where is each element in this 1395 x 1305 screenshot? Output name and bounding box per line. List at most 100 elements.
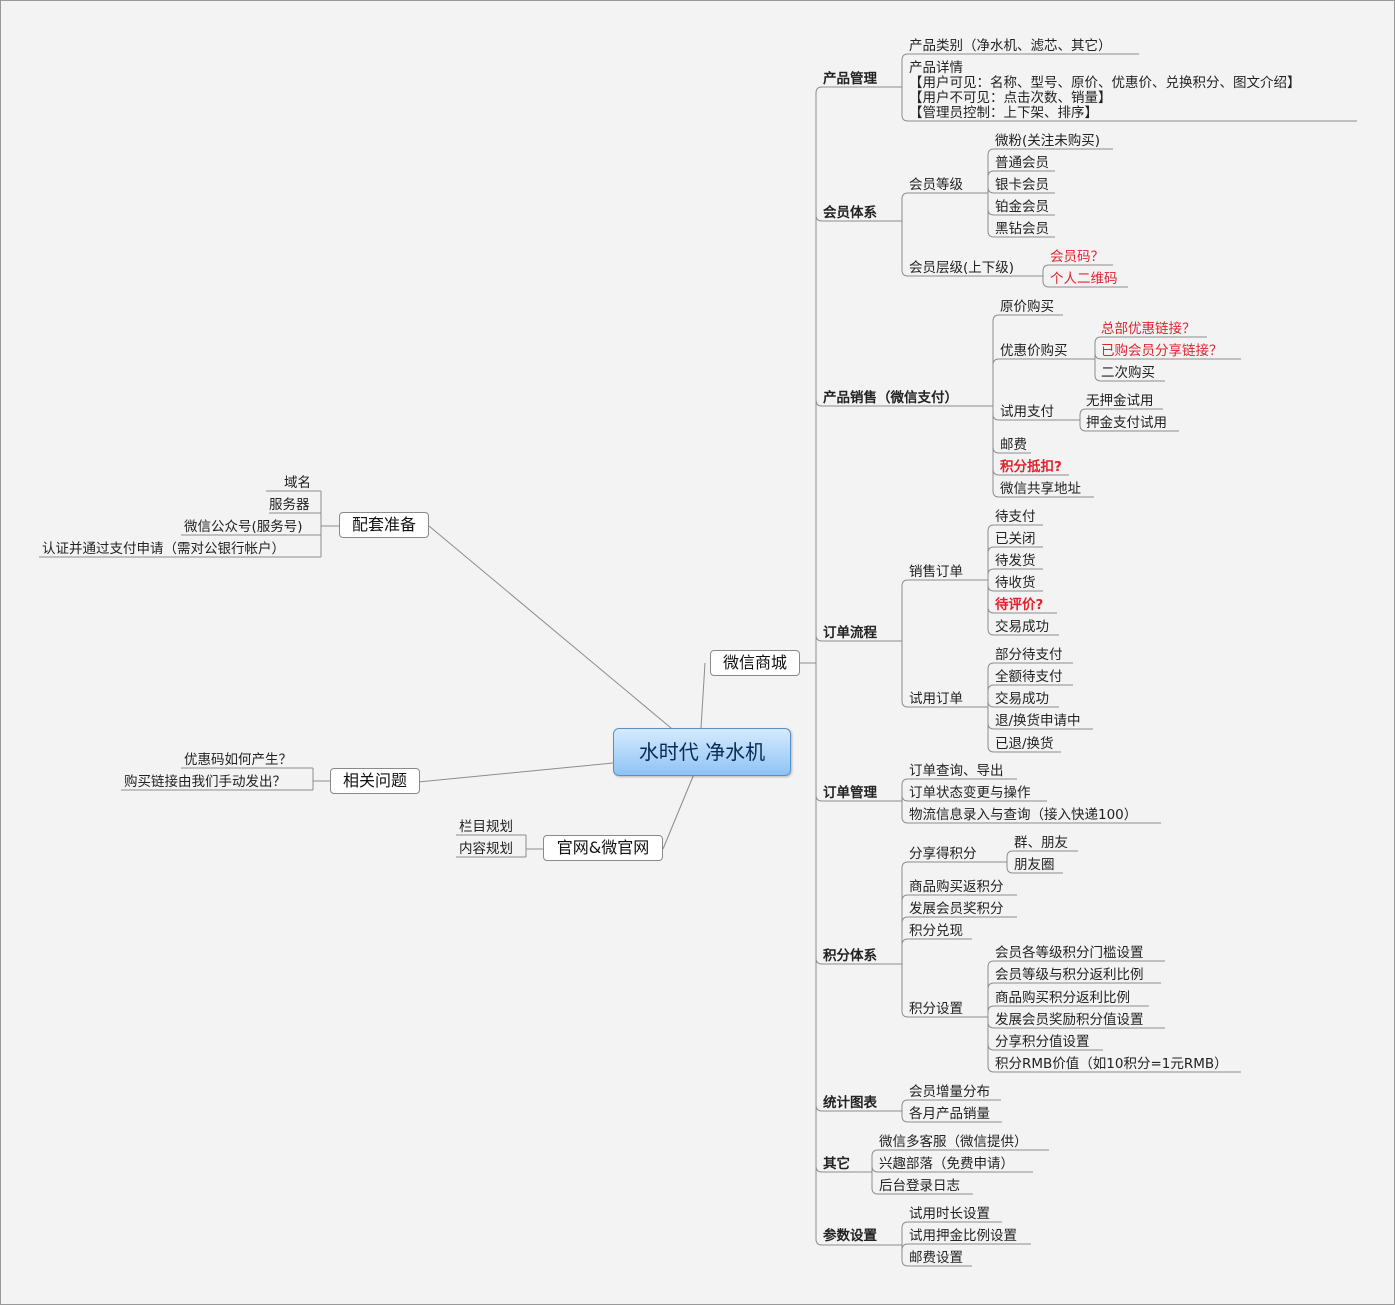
peitao-item[interactable]: 域名: [284, 475, 311, 491]
main-branch: [815, 634, 885, 642]
youhui-item[interactable]: 总部优惠链接？: [1101, 321, 1196, 337]
huiyuan-level[interactable]: 会员等级: [909, 177, 963, 193]
node-dingdan-liucheng[interactable]: 订单流程: [823, 625, 877, 641]
bracket-branch: [901, 794, 1047, 802]
bracket-branch: [987, 1021, 1165, 1029]
level-item[interactable]: 银卡会员: [995, 177, 1049, 193]
node-tongji[interactable]: 统计图表: [823, 1095, 877, 1111]
node-guanwang[interactable]: 官网&微官网: [543, 835, 663, 861]
xiaoshou-youfei[interactable]: 邮费: [1000, 437, 1027, 453]
peitao-item[interactable]: 认证并通过支付申请（需对公银行帐户）: [42, 541, 285, 557]
node-weixin[interactable]: 微信商城: [710, 650, 800, 676]
guanwang-item[interactable]: 内容规划: [459, 841, 513, 857]
guanli-item[interactable]: 订单查询、导出: [909, 763, 1004, 779]
xiaoshou-youhui[interactable]: 优惠价购买: [1000, 343, 1068, 359]
bracket-branch: [987, 230, 1055, 238]
tongji-item[interactable]: 会员增量分布: [909, 1084, 990, 1100]
bracket-branch: [987, 700, 1059, 708]
xiaoshou-dizhi[interactable]: 微信共享地址: [1000, 481, 1081, 497]
setting-item[interactable]: 积分RMB价值（如10积分=1元RMB）: [995, 1056, 1228, 1072]
main-branch: [815, 957, 885, 965]
setting-item[interactable]: 会员各等级积分门槛设置: [995, 945, 1144, 961]
qita-item[interactable]: 后台登录日志: [879, 1178, 960, 1194]
peitao-item[interactable]: 微信公众号(服务号): [184, 519, 303, 535]
jifen-setting[interactable]: 积分设置: [909, 1001, 963, 1017]
layer-item[interactable]: 会员码？: [1050, 249, 1104, 265]
sales-item[interactable]: 待收货: [995, 575, 1036, 591]
sales-item[interactable]: 待评价?: [995, 597, 1044, 613]
canshu-item[interactable]: 邮费设置: [909, 1250, 963, 1266]
trial-item[interactable]: 退/换货申请中: [995, 713, 1081, 729]
node-xiangguan[interactable]: 相关问题: [330, 768, 420, 794]
canshu-item[interactable]: 试用时长设置: [909, 1206, 990, 1222]
bracket-branch: [987, 960, 1165, 968]
jifen-goumai[interactable]: 商品购买返积分: [909, 879, 1004, 895]
sales-item[interactable]: 交易成功: [995, 619, 1049, 635]
share-item[interactable]: 群、朋友: [1014, 835, 1068, 851]
bracket-branch: [901, 1115, 1002, 1123]
setting-item[interactable]: 会员等级与积分返利比例: [995, 967, 1144, 983]
bracket-branch: [987, 745, 1061, 753]
peitao-item[interactable]: 服务器: [269, 497, 310, 513]
bracket-branch: [987, 1005, 1149, 1013]
guanli-item[interactable]: 物流信息录入与查询（接入快递100）: [909, 807, 1138, 823]
shiyong-item[interactable]: 押金支付试用: [1086, 415, 1167, 431]
trial-item[interactable]: 交易成功: [995, 691, 1049, 707]
tongji-item[interactable]: 各月产品销量: [909, 1106, 990, 1122]
trial-orders[interactable]: 试用订单: [909, 691, 963, 707]
jifen-fazhan[interactable]: 发展会员奖积分: [909, 901, 1004, 917]
node-qita[interactable]: 其它: [823, 1156, 850, 1172]
youhui-item[interactable]: 已购会员分享链接？: [1101, 343, 1223, 359]
sales-orders[interactable]: 销售订单: [909, 564, 963, 580]
bracket-branch: [987, 546, 1043, 554]
guanli-item[interactable]: 订单状态变更与操作: [909, 785, 1031, 801]
setting-item[interactable]: 分享积分值设置: [995, 1034, 1090, 1050]
huiyuan-layer[interactable]: 会员层级(上下级): [909, 260, 1015, 276]
layer-item[interactable]: 个人二维码: [1050, 271, 1118, 287]
node-jifen[interactable]: 积分体系: [823, 948, 877, 964]
level-item[interactable]: 铂金会员: [995, 199, 1049, 215]
node-huiyuan[interactable]: 会员体系: [823, 205, 877, 221]
level-item[interactable]: 微粉(关注未购买): [995, 133, 1101, 149]
root-node[interactable]: 水时代 净水机: [613, 728, 791, 776]
node-xiaoshou[interactable]: 产品销售（微信支付）: [823, 390, 958, 406]
node-peitao[interactable]: 配套准备: [339, 512, 429, 538]
share-item[interactable]: 朋友圈: [1014, 857, 1055, 873]
bracket-branch: [901, 269, 1029, 277]
node-chanpin-guanli[interactable]: 产品管理: [823, 71, 877, 87]
xiangguan-item[interactable]: 优惠码如何产生？: [184, 752, 292, 768]
youhui-item[interactable]: 二次购买: [1101, 365, 1155, 381]
jifen-duihuan[interactable]: 积分兑现: [909, 923, 963, 939]
jifen-share[interactable]: 分享得积分: [909, 846, 977, 862]
bracket-branch: [871, 1187, 973, 1195]
chanpin-detail[interactable]: 产品详情: [909, 60, 963, 76]
xiangguan-item[interactable]: 购买链接由我们手动发出？: [124, 774, 286, 790]
shiyong-item[interactable]: 无押金试用: [1086, 393, 1154, 409]
setting-item[interactable]: 商品购买积分返利比例: [995, 990, 1130, 1006]
guanwang-item[interactable]: 栏目规划: [459, 819, 513, 835]
xiaoshou-yuanjia[interactable]: 原价购买: [1000, 299, 1054, 315]
qita-item[interactable]: 兴趣部落（免费申请）: [879, 1156, 1014, 1172]
xiaoshou-jifen-dikou[interactable]: 积分抵扣?: [1000, 459, 1062, 475]
node-dingdan-guanli[interactable]: 订单管理: [823, 785, 877, 801]
bracket-branch: [987, 662, 1073, 670]
sales-item[interactable]: 已关闭: [995, 531, 1036, 547]
node-canshu[interactable]: 参数设置: [823, 1228, 877, 1244]
sales-item[interactable]: 待发货: [995, 553, 1036, 569]
sales-item[interactable]: 待支付: [995, 509, 1036, 525]
bracket-branch: [987, 568, 1043, 576]
trial-item[interactable]: 已退/换货: [995, 736, 1054, 752]
trial-item[interactable]: 全额待支付: [995, 669, 1063, 685]
qita-item[interactable]: 微信多客服（微信提供）: [879, 1134, 1028, 1150]
level-item[interactable]: 黑钻会员: [995, 221, 1049, 237]
bracket-branch: [901, 192, 971, 200]
setting-item[interactable]: 发展会员奖励积分值设置: [995, 1012, 1144, 1028]
canshu-item[interactable]: 试用押金比例设置: [909, 1228, 1017, 1244]
trial-item[interactable]: 部分待支付: [995, 647, 1063, 663]
level-item[interactable]: 普通会员: [995, 155, 1049, 171]
chanpin-category[interactable]: 产品类别（净水机、滤芯、其它）: [909, 38, 1112, 54]
bracket-branch: [901, 894, 1017, 902]
xiaoshou-shiyong[interactable]: 试用支付: [1000, 404, 1054, 420]
